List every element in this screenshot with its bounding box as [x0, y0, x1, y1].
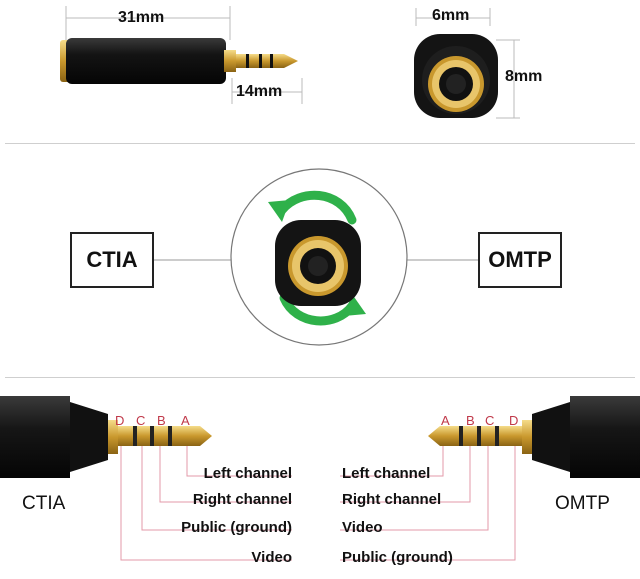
divider-bottom: [5, 377, 635, 378]
omtp-standard-box: OMTP: [478, 232, 562, 288]
right-ring-c: C: [485, 413, 495, 428]
divider-top: [5, 143, 635, 144]
length-total-label: 31mm: [118, 9, 165, 26]
compatibility-diagram: [150, 168, 480, 346]
right-label-public-ground: Public (ground): [342, 549, 453, 566]
left-label-video: Video: [251, 549, 292, 566]
left-ring-b: B: [157, 413, 166, 428]
right-ring-a: A: [441, 413, 450, 428]
length-plug-label: 14mm: [236, 83, 283, 100]
pinout-diagram: [0, 396, 640, 561]
right-caption: OMTP: [555, 493, 610, 514]
width-label: 6mm: [432, 7, 470, 24]
ctia-standard-box: CTIA: [70, 232, 154, 288]
right-ring-d: D: [509, 413, 519, 428]
left-label-right-channel: Right channel: [192, 491, 292, 508]
right-label-right-channel: Right channel: [342, 491, 442, 508]
height-label: 8mm: [505, 68, 543, 85]
right-ring-b: B: [466, 413, 475, 428]
left-label-left-channel: Left channel: [203, 465, 292, 482]
right-label-left-channel: Left channel: [342, 465, 431, 482]
left-ring-c: C: [136, 413, 146, 428]
left-ring-d: D: [115, 413, 125, 428]
right-label-video: Video: [342, 519, 383, 536]
left-label-public-ground: Public (ground): [181, 519, 292, 536]
adapter-front-view: [414, 34, 498, 118]
dimension-lines: [65, 6, 520, 119]
adapter-side-view: [60, 38, 298, 84]
left-ring-a: A: [181, 413, 190, 428]
left-caption: CTIA: [22, 493, 66, 514]
